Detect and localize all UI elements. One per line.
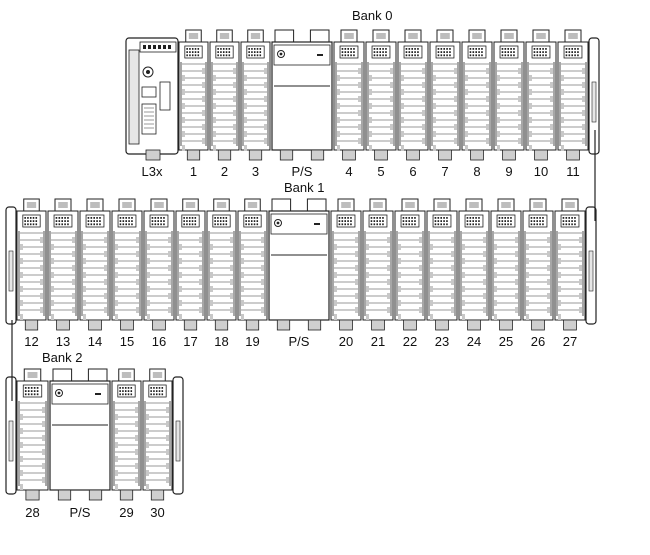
bank-0-slot-label: 7: [441, 164, 449, 179]
bank-1-slot-2-module: [79, 198, 111, 331]
bank-1-slot-label: 21: [370, 334, 386, 349]
bank-2-slot-0-module: [16, 368, 49, 501]
bank-0-slot-4-module: [271, 29, 333, 161]
bank-1-slot-4-module: [143, 198, 175, 331]
bank-1-slot-label: 15: [119, 334, 135, 349]
bank-1-slot-3-module: [111, 198, 143, 331]
bank-1-slot-label: 19: [245, 334, 260, 349]
bank-0-slot-2-module: [209, 29, 240, 161]
bank-0-slot-3-module: [240, 29, 271, 161]
bank-1-slot-label: 14: [87, 334, 103, 349]
bank-2-title: Bank 2: [42, 350, 83, 365]
bank-1-slot-11-module: [394, 198, 426, 331]
bank-0-title: Bank 0: [352, 8, 393, 23]
bank-1-slot-label: 25: [498, 334, 514, 349]
bank-0-slot-label: 5: [377, 164, 385, 179]
bank-0-slot-label: 10: [533, 164, 549, 179]
bank-0-slot-label: L3x: [141, 164, 163, 179]
bank-1-slot-label: 16: [151, 334, 167, 349]
bank-0-slot-label: 3: [251, 164, 260, 179]
bank-1-slot-label: P/S: [288, 334, 310, 349]
bank-1-slot-label: 17: [183, 334, 198, 349]
bank-1-slot-10-module: [362, 198, 394, 331]
bank-2-modules: [5, 368, 184, 501]
bank-2-slot-label: 28: [25, 505, 40, 520]
bank-0-slot-12-module: [557, 29, 589, 161]
bank-0-slot-10-module: [493, 29, 525, 161]
bank-1-slot-0-module: [16, 198, 47, 331]
bank-0-slot-6-module: [365, 29, 397, 161]
bank-0-slot-label: P/S: [291, 164, 313, 179]
expansion-cables: [11, 130, 596, 401]
bank-2-slot-2-module: [111, 368, 142, 501]
bank-1-slot-label: 13: [55, 334, 71, 349]
bank-1-slot-12-module: [426, 198, 458, 331]
bank-1-slot-label: 12: [24, 334, 39, 349]
bank-0-slot-8-module: [429, 29, 461, 161]
bank-0-slot-label: 8: [473, 164, 481, 179]
bank-0-slot-9-module: [461, 29, 493, 161]
bank-1-slot-label: 26: [530, 334, 546, 349]
bank-1-slot-label: 24: [466, 334, 482, 349]
bank-2-slot-1-module: [49, 368, 111, 501]
bank-1-slot-5-module: [175, 198, 206, 331]
bank-0-slot-label: 2: [220, 164, 229, 179]
bank-2-slot-label: 30: [150, 505, 165, 520]
bank-1-slot-label: 23: [434, 334, 450, 349]
bank-0-slot-7-module: [397, 29, 429, 161]
bank-0-slot-label: 6: [409, 164, 417, 179]
bank-1-slot-14-module: [490, 198, 522, 331]
bank-1-slot-1-module: [47, 198, 79, 331]
bank-0-slot-0-module: [125, 37, 179, 161]
bank-1-slot-7-module: [237, 198, 268, 331]
bank-1-slot-label: 20: [338, 334, 354, 349]
bank-1-slot-13-module: [458, 198, 490, 331]
bank-1-slot-6-module: [206, 198, 237, 331]
bank-2-slot-3-module: [142, 368, 173, 501]
bank-1-title: Bank 1: [284, 180, 325, 195]
bank-2-slot-label: 29: [119, 505, 134, 520]
bank-1-slot-label: 27: [562, 334, 578, 349]
bank-1-slot-label: 22: [402, 334, 418, 349]
bank-1-modules: [5, 198, 597, 331]
bank-1-slot-8-module: [268, 198, 330, 331]
bank-0-slot-label: 9: [505, 164, 513, 179]
bank-0-slot-label: 1: [189, 164, 198, 179]
bank-1-slot-16-module: [554, 198, 586, 331]
bank-1-slot-15-module: [522, 198, 554, 331]
bank-2-slot-label: P/S: [69, 505, 91, 520]
bank-0-slot-label: 11: [566, 164, 580, 179]
bank-0-slot-label: 4: [345, 164, 353, 179]
bank-0-slot-1-module: [178, 29, 209, 161]
bank-0-slot-11-module: [525, 29, 557, 161]
bank-1-slot-label: 18: [214, 334, 229, 349]
bank-0-modules: [125, 29, 600, 161]
bank-0-slot-5-module: [333, 29, 365, 161]
bank-1-slot-9-module: [330, 198, 362, 331]
